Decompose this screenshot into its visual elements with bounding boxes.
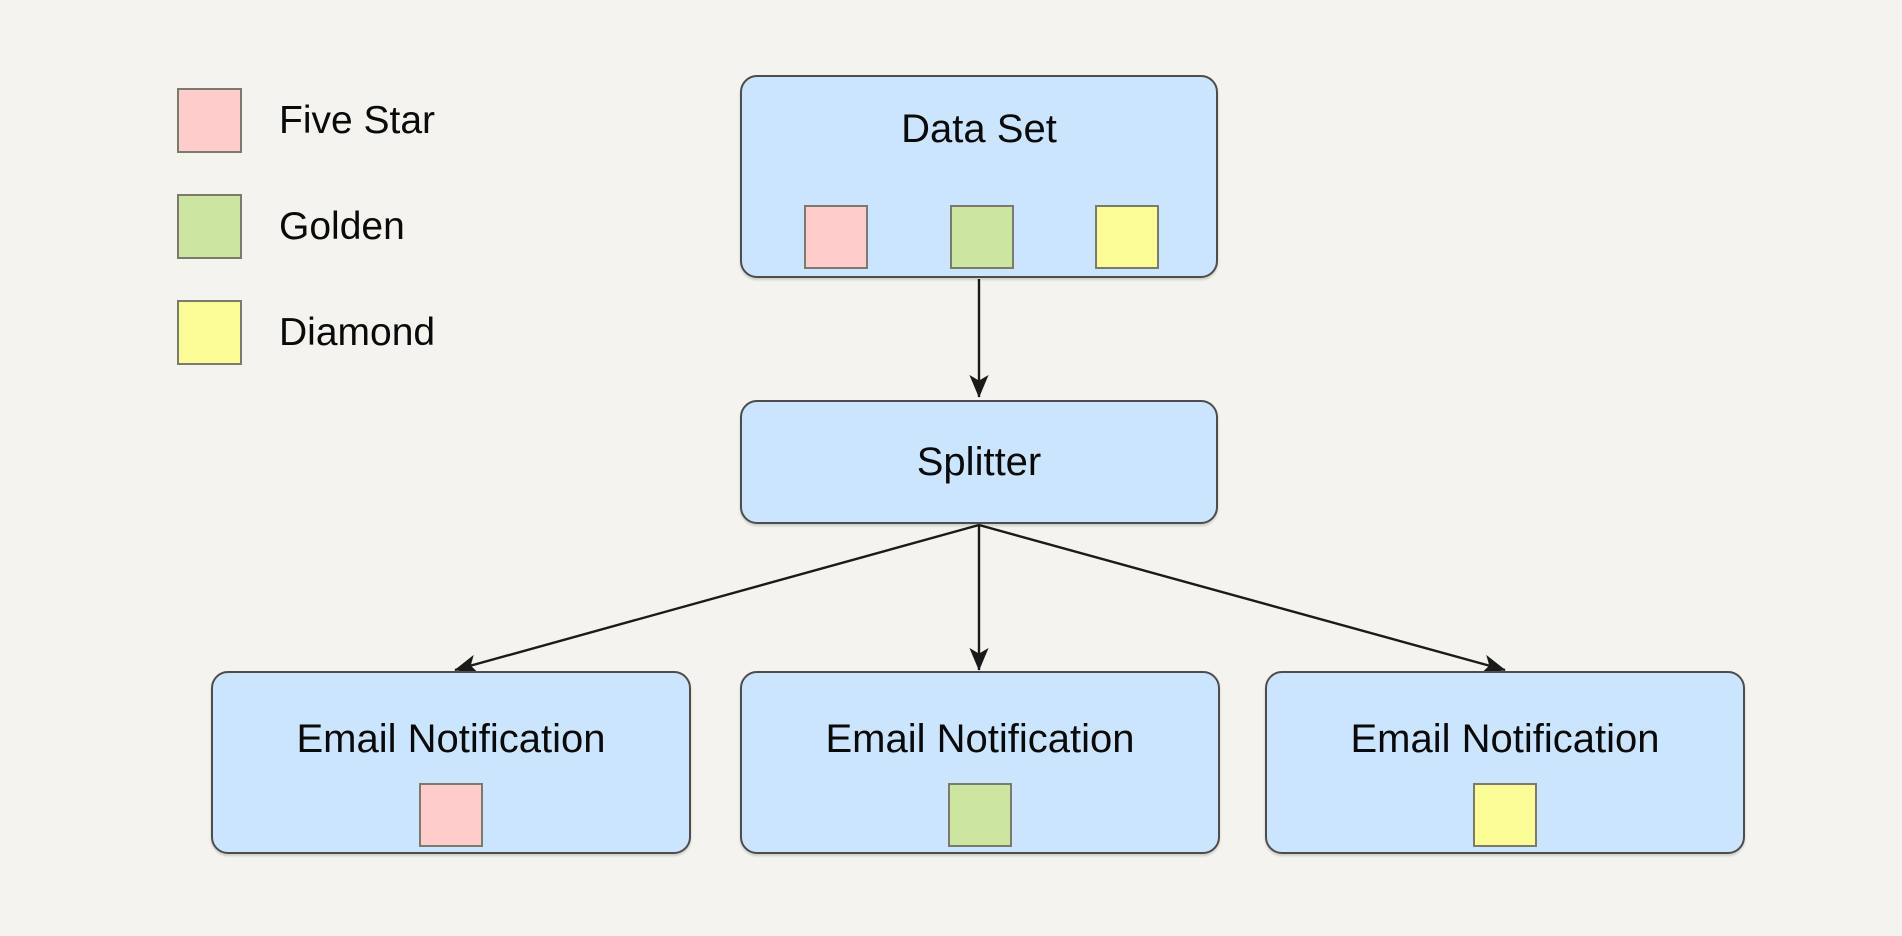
- legend-label-five-star: Five Star: [279, 99, 436, 142]
- edge-splitter-to-email-diamond: [978, 523, 1506, 674]
- legend-label-golden: Golden: [279, 205, 405, 248]
- five-star-swatch-icon: [177, 88, 242, 153]
- node-email-notification-title: Email Notification: [825, 717, 1135, 761]
- node-data-set-title: Data Set: [901, 107, 1057, 151]
- node-email-notification-diamond[interactable]: Email Notification: [1265, 671, 1745, 854]
- node-email-notification-title: Email Notification: [296, 717, 606, 761]
- data-set-chip-five-star: [804, 205, 868, 269]
- legend-label-diamond: Diamond: [279, 311, 436, 354]
- node-data-set[interactable]: Data Set: [740, 75, 1218, 278]
- golden-swatch-icon: [177, 194, 242, 259]
- diamond-swatch-icon: [177, 300, 242, 365]
- node-splitter-title: Splitter: [916, 440, 1042, 484]
- node-email-notification-title: Email Notification: [1350, 717, 1660, 761]
- node-email-notification-five-star[interactable]: Email Notification: [211, 671, 691, 854]
- node-email-notification-golden[interactable]: Email Notification: [740, 671, 1220, 854]
- email-notification-chip-five-star: [419, 783, 483, 847]
- email-notification-chip-diamond: [1473, 783, 1537, 847]
- data-set-chip-diamond: [1095, 205, 1159, 269]
- edge-splitter-to-email-five-star: [454, 523, 980, 674]
- node-splitter[interactable]: Splitter: [740, 400, 1218, 524]
- data-set-chip-golden: [950, 205, 1014, 269]
- email-notification-chip-golden: [948, 783, 1012, 847]
